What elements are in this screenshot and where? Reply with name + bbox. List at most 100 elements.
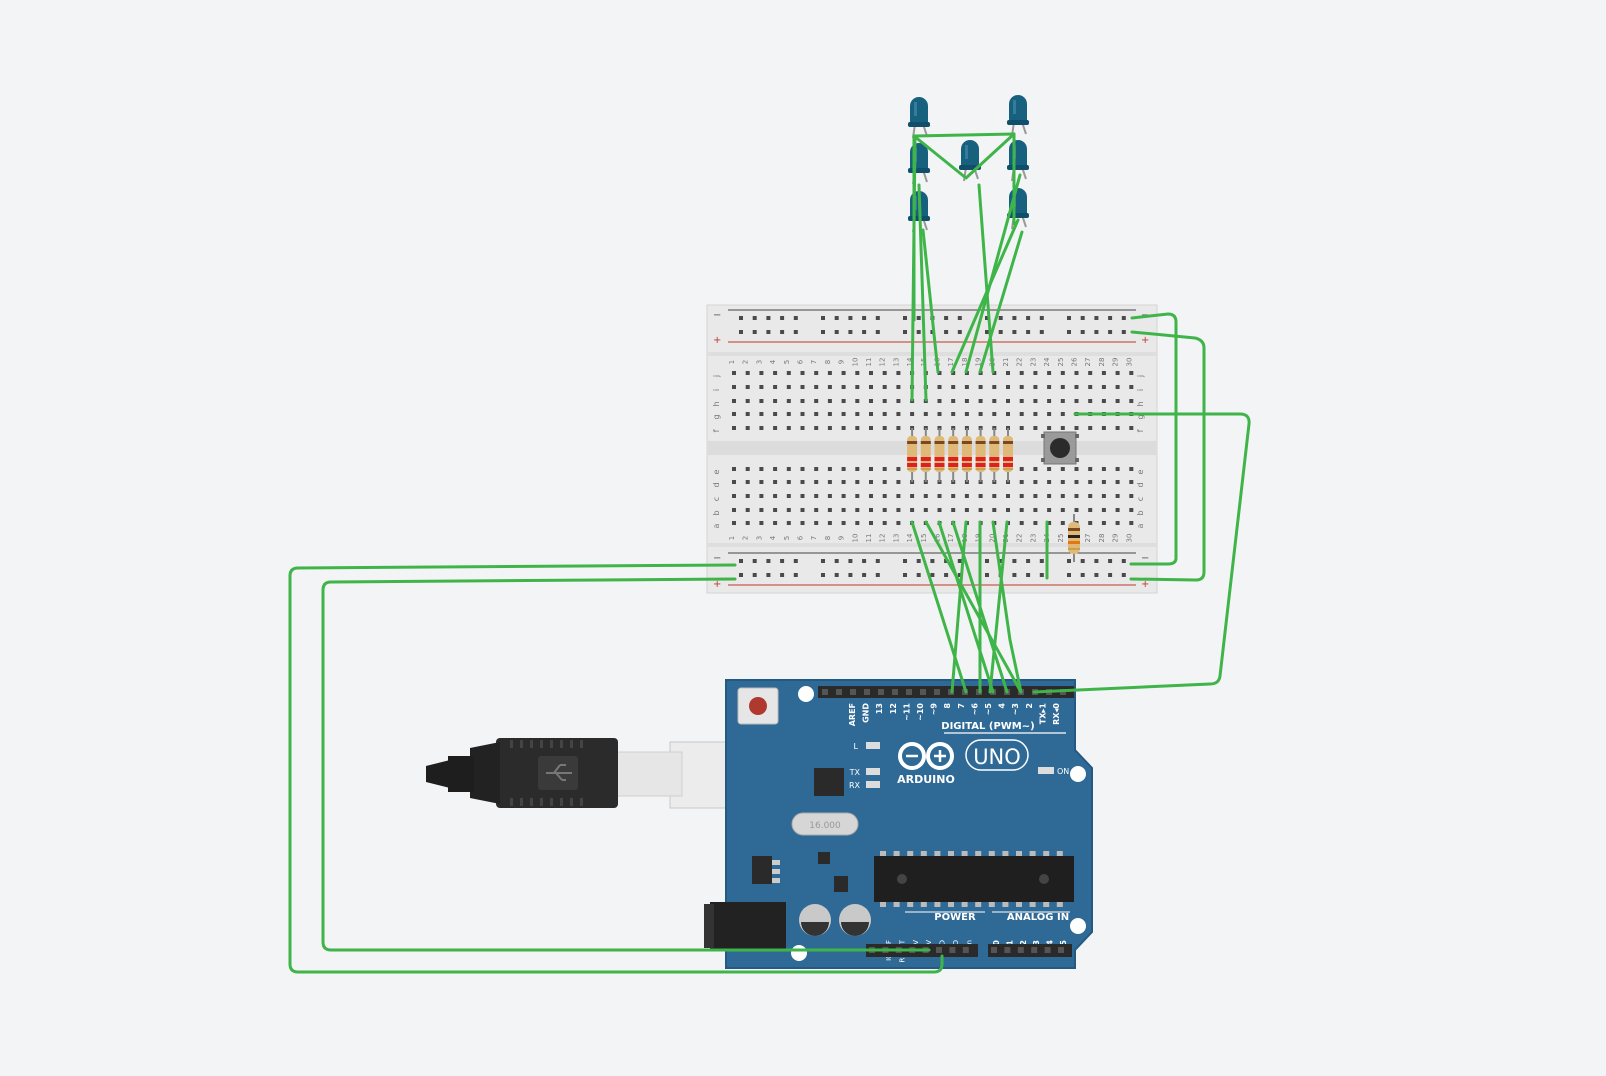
digital-pin-label: AREF bbox=[848, 703, 857, 726]
wire[interactable] bbox=[910, 138, 917, 402]
row-letter: e bbox=[712, 469, 721, 474]
row-letter: d bbox=[712, 482, 721, 487]
breadboard-hole bbox=[1101, 399, 1106, 403]
rail-hole bbox=[916, 573, 921, 577]
breadboard-hole bbox=[882, 371, 887, 375]
resistor bbox=[975, 428, 986, 482]
breadboard-hole bbox=[951, 412, 956, 416]
wire-ground[interactable] bbox=[288, 563, 944, 974]
breadboard-hole bbox=[1006, 399, 1010, 403]
led-on bbox=[1038, 767, 1054, 774]
breadboard-hole bbox=[1033, 385, 1038, 389]
breadboard-hole bbox=[841, 371, 846, 375]
wire[interactable] bbox=[921, 228, 940, 374]
breadboard-hole bbox=[896, 467, 901, 471]
breadboard-hole bbox=[1060, 412, 1065, 416]
wire[interactable] bbox=[924, 520, 1023, 694]
capacitor bbox=[799, 904, 831, 936]
breadboard-hole bbox=[732, 508, 736, 512]
breadboard-hole bbox=[1115, 371, 1120, 375]
breadboard-hole bbox=[1033, 371, 1038, 375]
breadboard-hole bbox=[732, 371, 736, 375]
breadboard-hole bbox=[827, 508, 832, 512]
wire[interactable] bbox=[917, 183, 928, 402]
breadboard-hole bbox=[1088, 426, 1093, 430]
wire[interactable] bbox=[964, 173, 1022, 374]
breadboard-hole bbox=[937, 385, 942, 389]
breadboard-hole bbox=[745, 521, 750, 525]
breadboard-hole bbox=[937, 508, 942, 512]
breadboard-hole bbox=[732, 480, 736, 484]
wire[interactable] bbox=[988, 520, 1009, 694]
mount-hole bbox=[1070, 766, 1086, 782]
breadboard-hole bbox=[855, 385, 860, 389]
rail-hole bbox=[793, 316, 798, 320]
wire[interactable] bbox=[950, 218, 1020, 374]
breadboard-hole bbox=[869, 426, 873, 430]
digital-pin-label: ~10 bbox=[916, 703, 925, 721]
breadboard-hole bbox=[1115, 480, 1120, 484]
digital-pin-label: TX▸1 bbox=[1038, 703, 1047, 725]
breadboard-hole bbox=[786, 508, 791, 512]
digital-pin-label: RX◂0 bbox=[1052, 703, 1061, 725]
wire[interactable] bbox=[978, 230, 1024, 374]
wire[interactable] bbox=[912, 132, 1016, 180]
breadboard-hole bbox=[1006, 508, 1010, 512]
breadboard-hole bbox=[1060, 426, 1065, 430]
breadboard-hole bbox=[1129, 399, 1134, 403]
breadboard-hole bbox=[882, 399, 887, 403]
column-number: 28 bbox=[1098, 534, 1106, 543]
breadboard-hole bbox=[814, 371, 819, 375]
led[interactable] bbox=[908, 143, 930, 185]
rail-hole bbox=[930, 559, 935, 563]
breadboard-hole bbox=[1101, 467, 1106, 471]
wire[interactable] bbox=[1129, 312, 1178, 566]
wire[interactable] bbox=[910, 520, 968, 694]
breadboard-hole bbox=[992, 494, 997, 498]
wire[interactable] bbox=[937, 520, 995, 694]
wire[interactable] bbox=[1129, 330, 1206, 582]
wire[interactable] bbox=[991, 520, 1023, 694]
breadboard-hole bbox=[910, 412, 915, 416]
digital-pin-label: ~5 bbox=[984, 703, 993, 716]
rail-hole bbox=[916, 316, 921, 320]
rail-hole bbox=[903, 559, 907, 563]
led[interactable] bbox=[908, 97, 930, 139]
wire[interactable] bbox=[912, 132, 1016, 138]
wires[interactable] bbox=[288, 132, 1251, 974]
breadboard-hole bbox=[1047, 494, 1052, 498]
breadboard-hole bbox=[1060, 508, 1065, 512]
breadboard-hole bbox=[1115, 426, 1120, 430]
breadboard-hole bbox=[869, 371, 873, 375]
reset-button[interactable] bbox=[737, 687, 779, 725]
breadboard-hole bbox=[855, 508, 860, 512]
rail-hole bbox=[1080, 559, 1085, 563]
breadboard-hole bbox=[978, 385, 983, 389]
pushbutton[interactable] bbox=[1041, 431, 1079, 465]
wire-5v[interactable] bbox=[321, 577, 931, 952]
power-header-title: POWER bbox=[934, 912, 976, 923]
led[interactable] bbox=[959, 140, 981, 182]
breadboard-hole bbox=[1115, 508, 1120, 512]
breadboard[interactable]: − + − + − + − + 112233445566778899101011… bbox=[706, 304, 1158, 594]
led[interactable] bbox=[1007, 95, 1029, 137]
rail-hole bbox=[944, 330, 949, 334]
breadboard-hole bbox=[882, 480, 887, 484]
rail-hole bbox=[1026, 330, 1031, 334]
breadboard-hole bbox=[937, 412, 942, 416]
rail-hole bbox=[1026, 559, 1031, 563]
breadboard-hole bbox=[1101, 371, 1106, 375]
led[interactable] bbox=[1007, 140, 1029, 182]
breadboard-hole bbox=[773, 480, 778, 484]
breadboard-hole bbox=[855, 412, 860, 416]
breadboard-hole bbox=[814, 426, 819, 430]
breadboard-hole bbox=[1047, 480, 1052, 484]
wire[interactable] bbox=[950, 520, 968, 694]
breadboard-hole bbox=[869, 508, 873, 512]
breadboard-hole bbox=[1115, 494, 1120, 498]
breadboard-hole bbox=[773, 508, 778, 512]
breadboard-hole bbox=[759, 508, 764, 512]
wire-button[interactable] bbox=[1032, 412, 1251, 694]
